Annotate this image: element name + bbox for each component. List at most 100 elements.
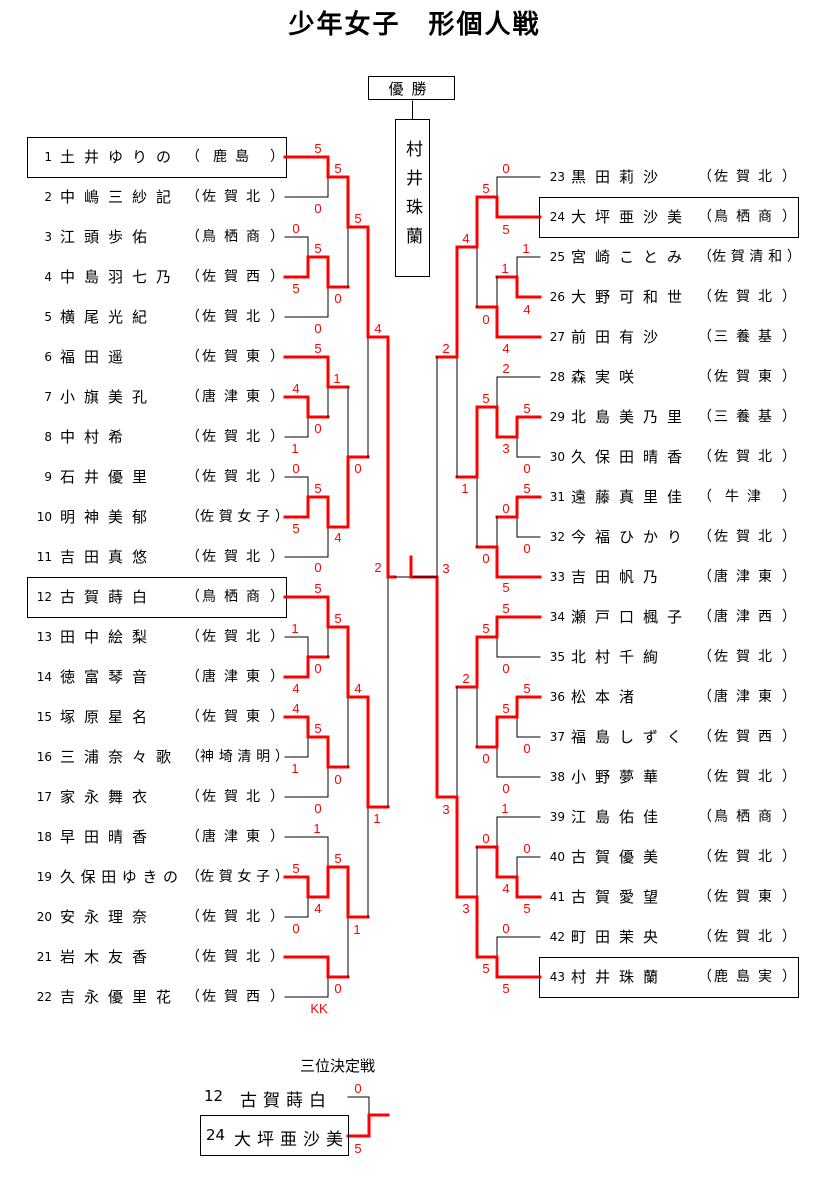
entry-school: （佐賀北） [186, 787, 284, 807]
entry-name: 徳富琴音 [60, 668, 157, 686]
entry-school-name: 鳥栖商 [202, 589, 268, 605]
score-label: 0 [482, 551, 489, 566]
paren-close: ） [782, 289, 796, 305]
entry-school: （佐賀東） [698, 367, 796, 387]
score-label: 5 [292, 281, 299, 296]
entry-school-name: 唐津東 [202, 829, 268, 845]
entry-number: 1 [44, 150, 52, 164]
score-label: 4 [292, 681, 299, 696]
score-label: 5 [292, 861, 299, 876]
score-label: 0 [502, 781, 509, 796]
third-place-score: 0 [354, 1081, 361, 1096]
entry-school-name: 佐賀北 [714, 289, 780, 305]
paren-open: （ [186, 309, 200, 325]
paren-close: ） [270, 949, 284, 965]
entry-school: （佐賀北） [698, 447, 796, 467]
paren-open: （ [186, 989, 200, 1005]
score-label: 4 [374, 321, 381, 336]
paren-open: （ [186, 269, 200, 285]
paren-open: （ [698, 289, 712, 305]
paren-open: （ [698, 169, 712, 185]
entry-school: （三養基） [698, 407, 796, 427]
paren-open: （ [698, 529, 712, 545]
entry-name: 森実咲 [571, 368, 644, 386]
third-place-winner-box [200, 1115, 349, 1156]
score-label: 1 [291, 441, 298, 456]
score-label: 5 [482, 181, 489, 196]
entry-school: （佐賀北） [698, 647, 796, 667]
score-label: 3 [442, 561, 449, 576]
score-label: 2 [442, 341, 449, 356]
score-label: 5 [502, 601, 509, 616]
entry-name: 土井ゆりの [60, 148, 181, 166]
entry-school: （佐賀東） [698, 887, 796, 907]
paren-close: ） [786, 249, 801, 265]
paren-close: ） [270, 309, 284, 325]
score-label: 5 [314, 481, 321, 496]
entry-school-name: 佐賀東 [202, 349, 268, 365]
entry-number: 9 [44, 470, 52, 484]
entry-name: 江頭歩佑 [60, 228, 157, 246]
entry-school-name: 佐賀女子 [200, 509, 275, 525]
entry-name: 明神美郁 [60, 508, 157, 526]
entry-number: 20 [36, 910, 52, 924]
score-label: 1 [291, 621, 298, 636]
paren-open: （ [698, 689, 712, 705]
entry-school-name: 佐賀北 [202, 949, 268, 965]
score-label: 1 [291, 761, 298, 776]
entry-school-name: 佐賀北 [714, 649, 780, 665]
score-label: 1 [501, 261, 508, 276]
entry-number: 37 [549, 730, 565, 744]
entry-number: 8 [44, 430, 52, 444]
entry-school-name: 佐賀北 [202, 189, 268, 205]
paren-open: （ [186, 149, 200, 165]
paren-close: ） [274, 509, 289, 525]
score-label: 0 [314, 661, 321, 676]
paren-close: ） [270, 589, 284, 605]
entry-school: （佐賀北） [186, 187, 284, 207]
score-label: 0 [482, 751, 489, 766]
score-label: 5 [502, 222, 509, 237]
entry-school: （佐賀北） [186, 467, 284, 487]
entry-school-name: 佐賀北 [714, 169, 780, 185]
entry-name: 今福ひかり [571, 528, 692, 546]
paren-close: ） [270, 709, 284, 725]
score-label: 5 [314, 341, 321, 356]
score-label: 0 [334, 981, 341, 996]
entry-name: 家永舞衣 [60, 788, 157, 806]
paren-close: ） [782, 889, 796, 905]
entry-school-name: 唐津東 [714, 569, 780, 585]
score-label: 0 [314, 421, 321, 436]
score-label: 1 [333, 371, 340, 386]
entry-name: 岩木友香 [60, 948, 157, 966]
paren-open: （ [186, 189, 200, 205]
entry-name: 福島しずく [571, 728, 691, 746]
score-label: 3 [462, 901, 469, 916]
entry-number: 16 [36, 750, 52, 764]
paren-close: ） [782, 609, 796, 625]
score-label: 2 [374, 560, 381, 575]
paren-close: ） [270, 789, 284, 805]
paren-open: （ [186, 669, 200, 685]
paren-open: （ [186, 909, 200, 925]
third-place-number-1: 12 [204, 1087, 224, 1105]
paren-open: （ [186, 469, 200, 485]
entry-school: （佐賀北） [698, 767, 796, 787]
entry-school: （佐賀北） [186, 627, 284, 647]
entry-number: 23 [549, 170, 565, 184]
paren-close: ） [782, 489, 796, 505]
score-label: 1 [313, 821, 320, 836]
entry-name: 塚原星名 [60, 708, 157, 726]
entry-school-name: 牛津 [725, 489, 769, 505]
paren-open: （ [186, 549, 200, 565]
score-label: 0 [523, 541, 530, 556]
entry-name: 古賀蒔白 [60, 588, 157, 606]
entry-name: 安永理奈 [60, 908, 157, 926]
paren-close: ） [270, 389, 284, 405]
entry-school: （唐津西） [698, 607, 796, 627]
entry-name: 前田有沙 [571, 328, 668, 346]
entry-school-name: 三養基 [714, 409, 780, 425]
paren-close: ） [782, 209, 796, 225]
entry-school-name: 唐津西 [714, 609, 780, 625]
paren-close: ） [782, 409, 796, 425]
